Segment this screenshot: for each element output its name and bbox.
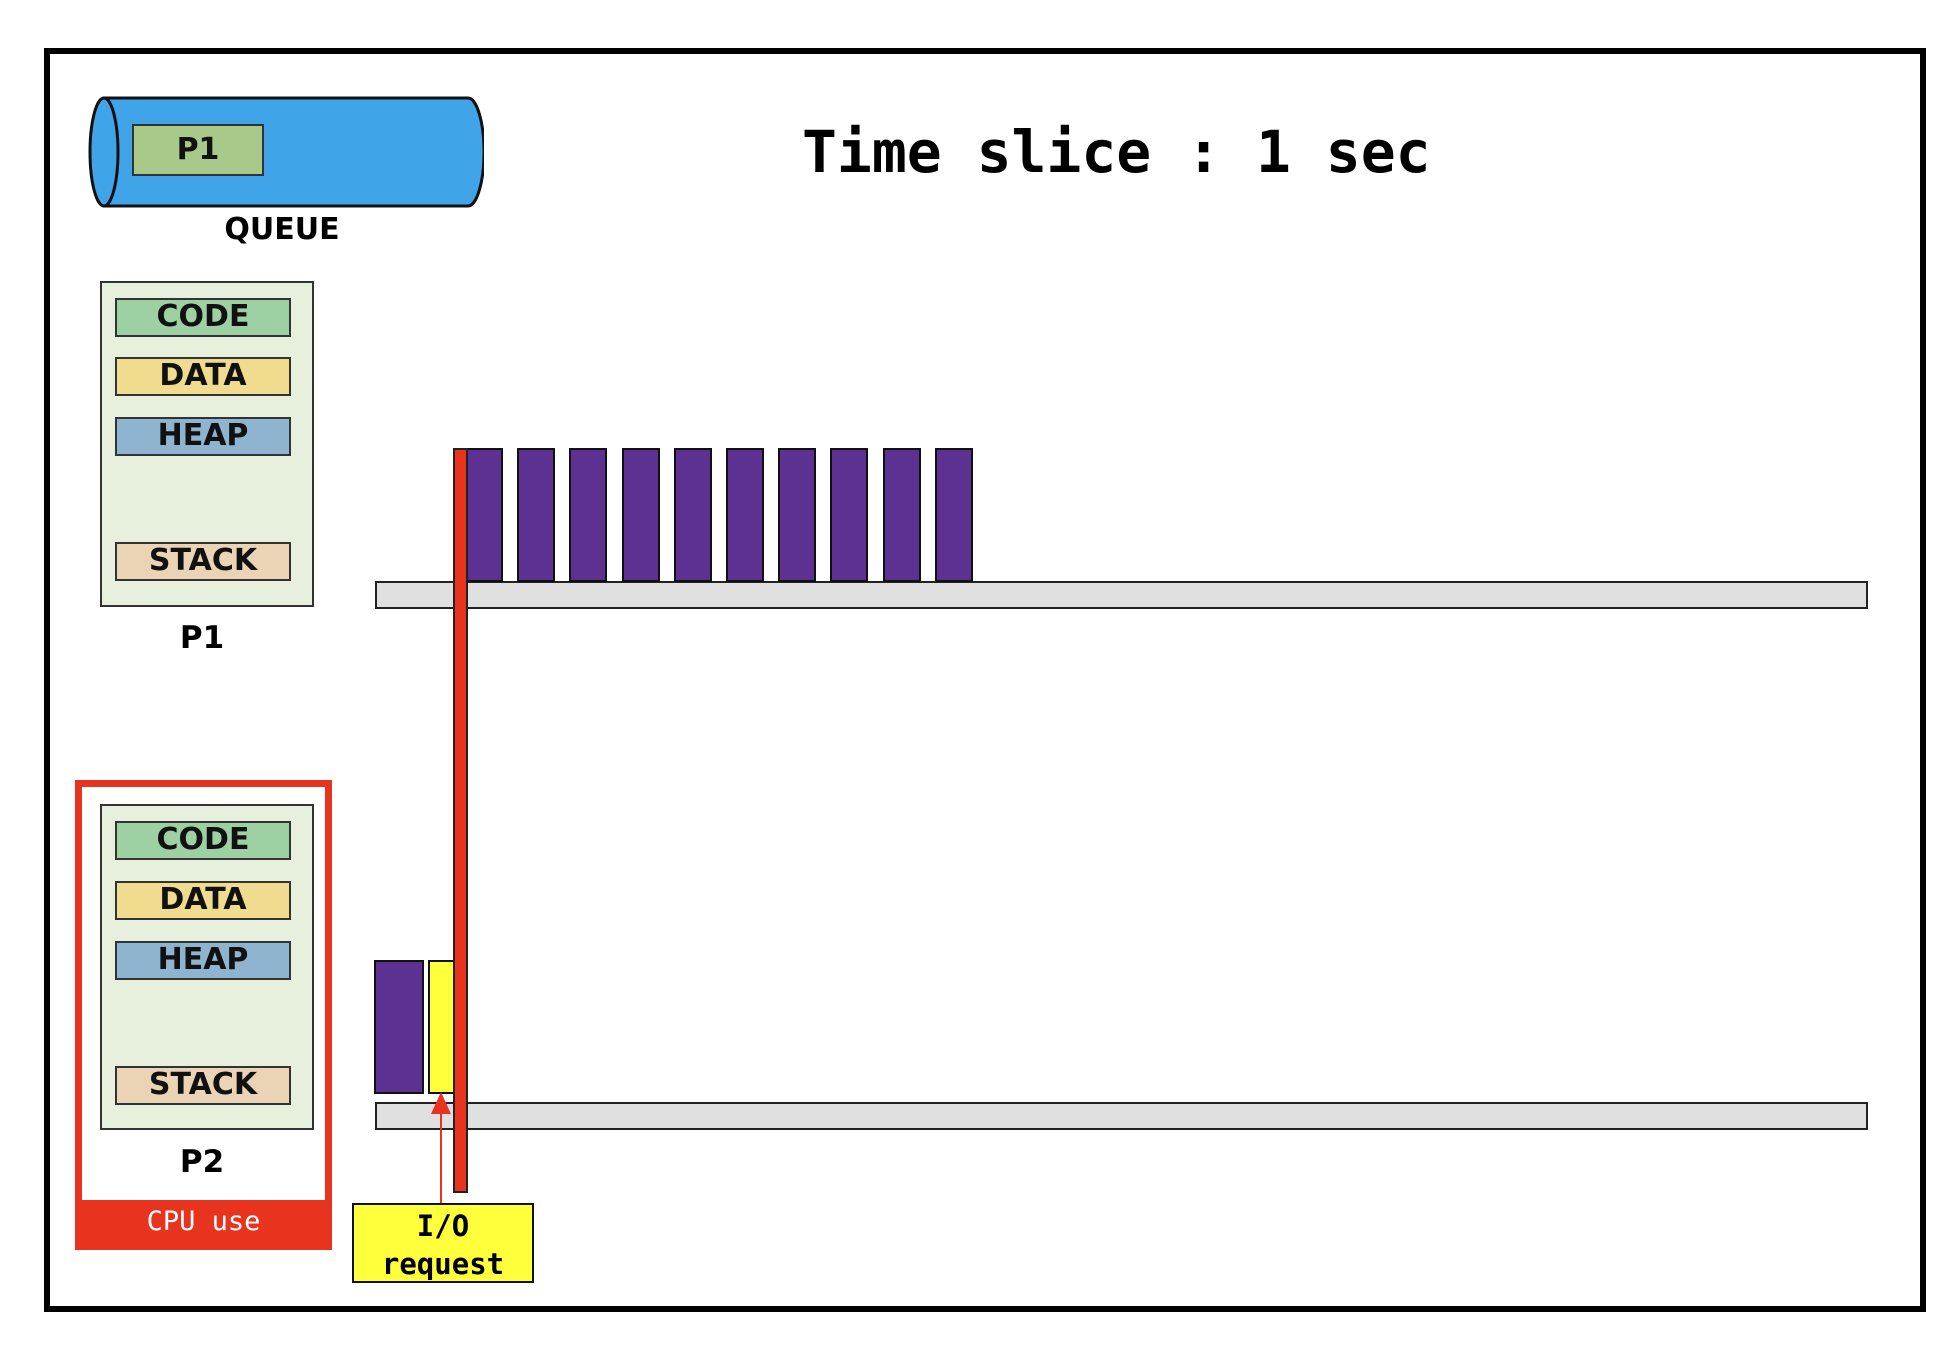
diagram-frame bbox=[44, 48, 1926, 1312]
queue-item-p1: P1 bbox=[132, 124, 264, 176]
cpu-use-label: CPU use bbox=[146, 1206, 261, 1237]
p2-cpu-burst bbox=[374, 960, 424, 1094]
p1-code-segment: CODE bbox=[115, 298, 291, 337]
p1-cpu-burst-block bbox=[517, 448, 556, 582]
p1-timeline-track bbox=[375, 581, 1868, 609]
p1-cpu-burst-block bbox=[621, 448, 660, 582]
p2-timeline-track bbox=[375, 1102, 1868, 1130]
p2-stack-segment: STACK bbox=[115, 1066, 291, 1105]
p1-cpu-burst-block bbox=[673, 448, 712, 582]
io-callout-line2: request bbox=[381, 1247, 505, 1281]
p2-io-burst bbox=[428, 960, 455, 1094]
p1-cpu-burst-block bbox=[830, 448, 869, 582]
p1-cpu-burst-block bbox=[934, 448, 973, 582]
p1-data-segment: DATA bbox=[115, 357, 291, 396]
p1-cpu-burst-block bbox=[726, 448, 764, 582]
cpu-use-banner bbox=[75, 1200, 332, 1250]
p1-cpu-burst-block bbox=[778, 448, 817, 582]
p2-code-segment: CODE bbox=[115, 821, 291, 860]
p1-heap-segment: HEAP bbox=[115, 417, 291, 456]
p1-cpu-burst-block bbox=[465, 448, 503, 582]
p2-heap-segment: HEAP bbox=[115, 941, 291, 980]
p2-label: P2 bbox=[179, 1144, 225, 1180]
p1-cpu-burst-block bbox=[882, 448, 921, 582]
queue-label: QUEUE bbox=[224, 212, 340, 247]
io-request-arrow bbox=[431, 1092, 451, 1206]
p1-cpu-burst-block bbox=[569, 448, 608, 582]
p2-data-segment: DATA bbox=[115, 881, 291, 920]
io-request-callout: I/O request bbox=[352, 1203, 534, 1283]
p1-label: P1 bbox=[179, 620, 225, 656]
p1-stack-segment: STACK bbox=[115, 542, 291, 581]
current-time-marker bbox=[453, 448, 468, 1193]
io-callout-line1: I/O bbox=[416, 1209, 470, 1243]
diagram-title: Time slice : 1 sec bbox=[802, 118, 1431, 186]
